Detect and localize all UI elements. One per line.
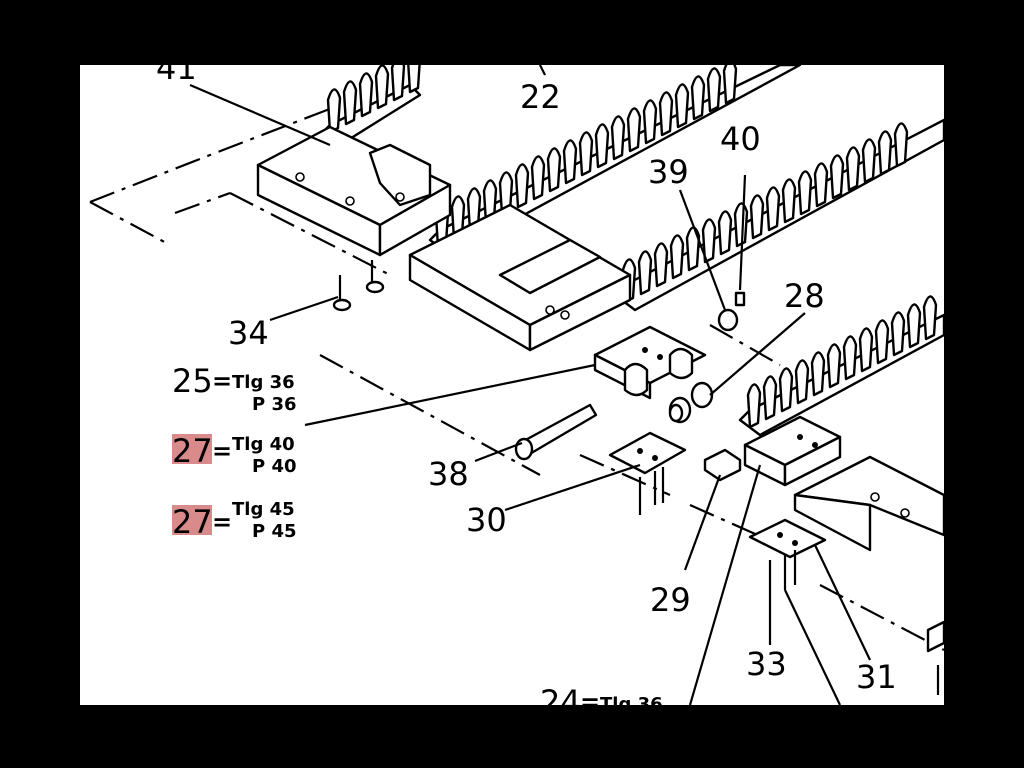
parts-diagram-sheet: 41 22 40 39 34 28 38 30 29 33 31 25 = Tl… <box>80 65 944 705</box>
spring-40 <box>734 291 746 307</box>
highlight-marker <box>172 434 212 464</box>
base-plate-center <box>408 203 632 352</box>
leader-lines <box>189 65 871 705</box>
callout-39: 39 <box>648 153 689 191</box>
legend-eq: = <box>212 437 232 465</box>
legend-eq: = <box>212 508 232 536</box>
bottom-eq: = <box>580 688 600 705</box>
legend-eq: = <box>212 367 232 395</box>
base-block-left <box>256 125 452 257</box>
legend-row-2: 27 = Tlg 40 P 40 <box>172 432 297 477</box>
callout-22: 22 <box>520 78 561 116</box>
pin-38 <box>514 403 598 461</box>
callout-33: 33 <box>746 645 787 683</box>
bottom-ref: 24 <box>540 683 581 705</box>
legend-ref: 25 <box>172 362 213 400</box>
legend-row-1: 25 = Tlg 36 P 36 <box>172 362 297 415</box>
legend-ref: 27 <box>172 432 213 470</box>
bottom-partial-label: 24 = Tlg 36 <box>540 683 663 705</box>
assembly-axis-lines <box>89 103 944 651</box>
bushing-29 <box>703 448 742 482</box>
highlight-marker <box>172 505 212 535</box>
legend-tlg: Tlg 45 <box>232 499 295 520</box>
callout-38: 38 <box>428 455 469 493</box>
legend-p: P 40 <box>252 456 297 477</box>
callout-29: 29 <box>650 581 691 619</box>
callout-40: 40 <box>720 120 761 158</box>
needle-bar-lower-right <box>738 295 944 437</box>
legend-row-3: 27 = Tlg 45 P 45 <box>172 499 297 542</box>
callout-31: 31 <box>856 658 897 696</box>
legend-tlg: Tlg 40 <box>232 434 295 455</box>
callout-41: 41 <box>156 65 197 87</box>
screws-34 <box>332 260 385 312</box>
hinge-bracket-part-25 <box>593 325 707 400</box>
hinge-block-right <box>743 415 842 487</box>
callout-34: 34 <box>228 314 269 352</box>
legend-p: P 45 <box>252 521 297 542</box>
washer-39 <box>717 308 739 332</box>
base-block-right <box>793 455 944 552</box>
needle-bar-upper-center <box>428 65 802 257</box>
callout-28: 28 <box>784 277 825 315</box>
callout-30: 30 <box>466 501 507 539</box>
needle-bar-upper-left <box>318 65 422 147</box>
plate-30 <box>608 431 687 515</box>
screw-lower-right <box>926 620 944 695</box>
needle-bar-right <box>613 118 944 312</box>
legend-tlg: Tlg 36 <box>232 372 295 393</box>
bottom-tlg: Tlg 36 <box>600 694 663 705</box>
legend-ref: 27 <box>172 503 213 541</box>
legend-p: P 36 <box>252 394 297 415</box>
plate-31 <box>748 518 827 595</box>
exploded-parts-diagram: 41 22 40 39 34 28 38 30 29 33 31 25 = Tl… <box>89 65 944 705</box>
bushing-28 <box>668 381 714 424</box>
